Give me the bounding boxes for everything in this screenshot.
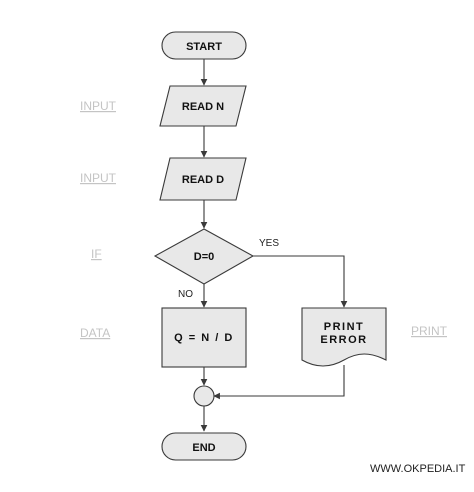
site-credit: WWW.OKPEDIA.IT	[370, 463, 466, 475]
side-label-input-1: INPUT	[80, 99, 117, 113]
print-label-line-2: ERROR	[320, 334, 367, 346]
arrow-print-to-junction	[213, 365, 345, 400]
arrow-decision-yes-branch	[253, 255, 348, 308]
decision-node: D=0	[153, 228, 255, 285]
side-label-input-2: INPUT	[80, 171, 117, 185]
end-label: END	[192, 442, 215, 454]
end-node: END	[161, 432, 247, 461]
connectors	[200, 59, 348, 432]
start-node: START	[161, 31, 247, 60]
print-document-shape	[301, 307, 387, 367]
read-n-node: READ N	[159, 85, 247, 127]
read-n-input-shape	[159, 85, 247, 127]
read-d-input-shape	[159, 157, 247, 201]
print-node: PRINT ERROR	[301, 307, 387, 367]
start-terminator-shape	[161, 31, 247, 60]
edge-label-no: NO	[178, 289, 193, 300]
read-d-node: READ D	[159, 157, 247, 201]
junction-connector	[193, 385, 215, 407]
compute-node: Q = N / D	[161, 307, 247, 368]
side-label-print: PRINT	[411, 324, 448, 338]
decision-label: D=0	[194, 251, 215, 263]
side-label-data: DATA	[80, 326, 110, 340]
start-label: START	[186, 41, 222, 53]
edge-label-yes: YES	[259, 238, 279, 249]
read-d-label: READ D	[182, 174, 224, 186]
end-terminator-shape	[161, 432, 247, 461]
decision-diamond-shape	[153, 228, 255, 285]
compute-label: Q = N / D	[174, 332, 234, 344]
compute-process-shape	[161, 307, 247, 368]
side-label-if: IF	[91, 247, 102, 261]
read-n-label: READ N	[182, 101, 224, 113]
print-label-line-1: PRINT	[324, 321, 365, 333]
